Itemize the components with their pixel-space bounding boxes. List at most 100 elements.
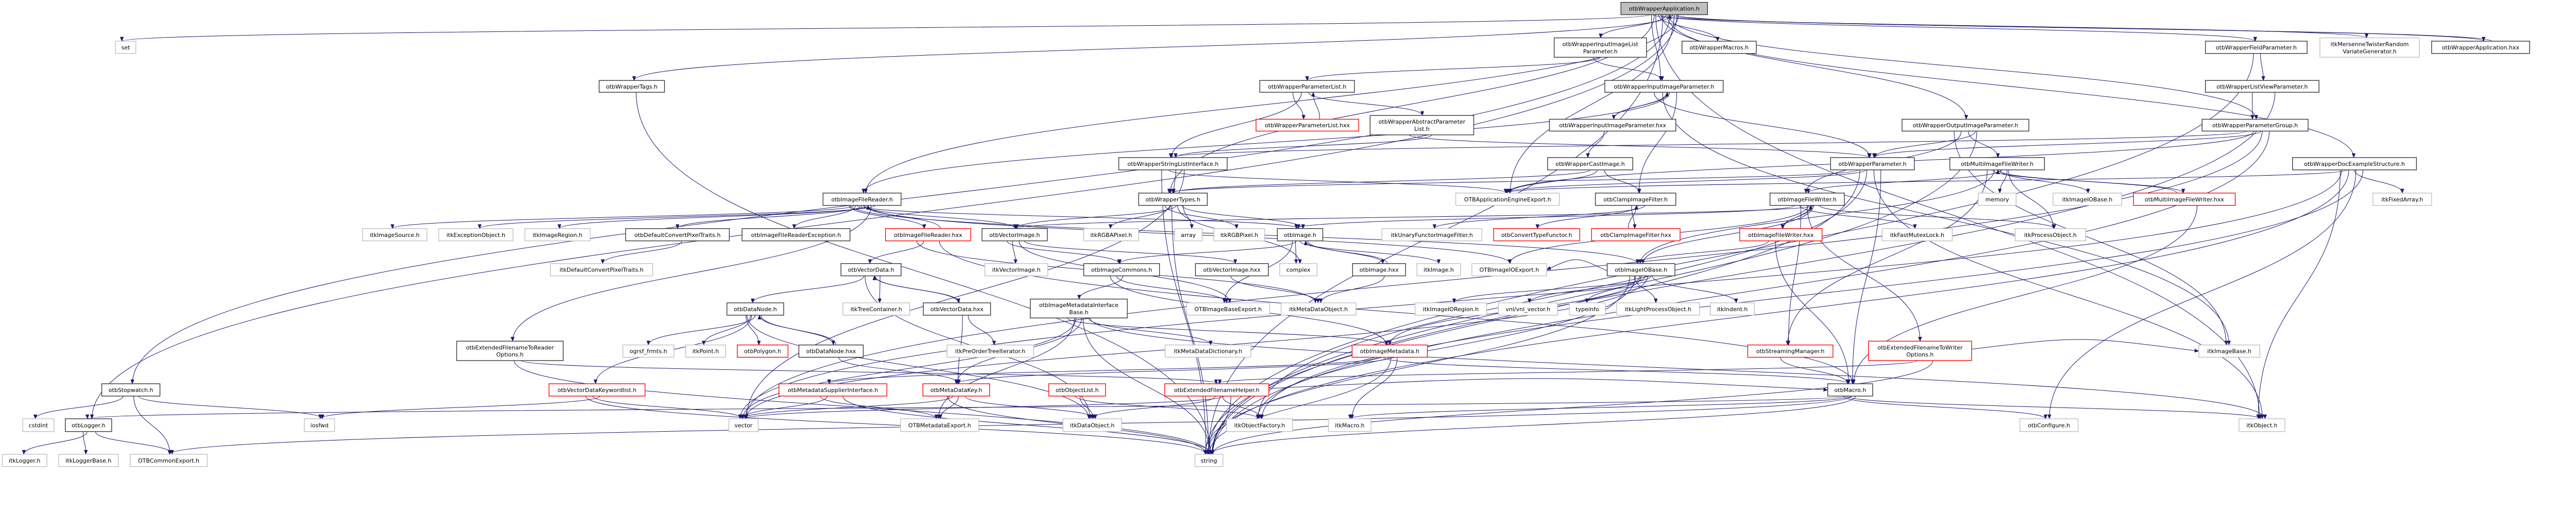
node-box[interactable] <box>1569 302 1606 316</box>
node-otbmetadatasupplierinterface-h[interactable]: otbMetadataSupplierInterface.h <box>778 383 888 397</box>
node-box[interactable] <box>1226 418 1293 432</box>
node-box[interactable] <box>1352 263 1406 277</box>
node-box[interactable] <box>900 418 979 432</box>
node-otbimagecommons-h[interactable]: otbImageCommons.h <box>1083 263 1160 277</box>
node-box[interactable] <box>922 383 990 397</box>
node-otbimagefilewriter-h[interactable]: otbImageFileWriter.h <box>1769 193 1845 206</box>
node-box[interactable] <box>1868 340 1972 361</box>
node-box[interactable] <box>1769 193 1845 206</box>
node-otbimagefilereader-hxx[interactable]: otbImageFileReader.hxx <box>885 228 971 242</box>
node-box[interactable] <box>1277 228 1324 242</box>
node-box[interactable] <box>1194 454 1224 467</box>
node-itkmersennetwisterrandomvariategenerator-h[interactable]: itkMersenneTwisterRandomVariateGenerator… <box>2319 37 2420 58</box>
node-itkobject-h[interactable]: itkObject.h <box>2239 418 2285 432</box>
node-otbvectordatakeywordlist-h[interactable]: otbVectorDataKeywordlist.h <box>548 383 646 397</box>
node-box[interactable] <box>1616 302 1700 316</box>
node-box[interactable] <box>1138 193 1208 206</box>
node-otbvectordata-h[interactable]: otbVectorData.h <box>840 263 902 277</box>
node-vnl-vnl-vector-h[interactable]: vnl/vnl_vector.h <box>1498 302 1558 316</box>
node-box[interactable] <box>2319 37 2420 58</box>
node-itkpoint-h[interactable]: itkPoint.h <box>685 344 726 358</box>
node-otbmacro-h[interactable]: otbMacro.h <box>1827 383 1873 397</box>
node-box[interactable] <box>1164 383 1269 397</box>
node-box[interactable] <box>1978 193 2016 206</box>
node-box[interactable] <box>885 228 971 242</box>
node-itkimagebase-h[interactable]: itkImageBase.h <box>2198 344 2260 358</box>
node-box[interactable] <box>1830 157 1915 171</box>
node-box[interactable] <box>1030 298 1128 318</box>
node-box[interactable] <box>1710 302 1755 316</box>
node-otbimagefilereader-h[interactable]: otbImageFileReader.h <box>822 193 902 206</box>
node-set[interactable]: set <box>115 41 137 54</box>
node-otbwrappermacros-h[interactable]: otbWrapperMacros.h <box>1682 41 1757 54</box>
node-box[interactable] <box>1620 2 1708 15</box>
node-box[interactable] <box>1083 228 1139 242</box>
node-itkloggerbase-h[interactable]: itkLoggerBase.h <box>58 454 119 467</box>
node-otbwrapperstringlistinterface-h[interactable]: otbWrapperStringListInterface.h <box>1118 157 1228 171</box>
node-otbimagefilereaderexception-h[interactable]: otbImageFileReaderException.h <box>741 228 851 242</box>
node-itkpreordertreeiterator-h[interactable]: itkPreOrderTreeIterator.h <box>946 344 1034 358</box>
node-itkmacro-h[interactable]: itkMacro.h <box>1328 418 1371 432</box>
node-box[interactable] <box>2019 418 2079 432</box>
node-box[interactable] <box>101 383 161 397</box>
node-box[interactable] <box>1902 118 2029 132</box>
node-box[interactable] <box>2205 80 2319 93</box>
node-box[interactable] <box>923 302 991 316</box>
node-box[interactable] <box>1328 418 1371 432</box>
node-itkdefaultconvertpixeltraits-h[interactable]: itkDefaultConvertPixelTraits.h <box>550 263 653 277</box>
node-otbwrapperapplication-h[interactable]: otbWrapperApplication.h <box>1620 2 1708 15</box>
node-otbwrappertypes-h[interactable]: otbWrapperTypes.h <box>1138 193 1208 206</box>
node-box[interactable] <box>1591 228 1681 242</box>
node-otbwrappertags-h[interactable]: otbWrapperTags.h <box>599 80 665 93</box>
node-box[interactable] <box>741 228 851 242</box>
node-otbwrapperdocexamplestructure-h[interactable]: otbWrapperDocExampleStructure.h <box>2292 157 2417 171</box>
node-otbwrapperlistviewparameter-h[interactable]: otbWrapperListViewParameter.h <box>2205 80 2319 93</box>
node-box[interactable] <box>2431 41 2530 54</box>
node-box[interactable] <box>1256 118 1359 132</box>
node-box[interactable] <box>2239 418 2285 432</box>
node-otbwrapperparameter-h[interactable]: otbWrapperParameter.h <box>1830 157 1915 171</box>
node-typeinfo[interactable]: typeinfo <box>1569 302 1606 316</box>
node-otbmetadatakey-h[interactable]: otbMetaDataKey.h <box>922 383 990 397</box>
node-otbvectordata-hxx[interactable]: otbVectorData.hxx <box>923 302 991 316</box>
node-otbimage-h[interactable]: otbImage.h <box>1277 228 1324 242</box>
node-itkrgbapixel-h[interactable]: itkRGBAPixel.h <box>1083 228 1139 242</box>
node-box[interactable] <box>1279 263 1318 277</box>
node-vector[interactable]: vector <box>728 418 759 432</box>
node-otbwrappercastimage-h[interactable]: otbWrapperCastImage.h <box>1547 157 1633 171</box>
node-itkmetadatadictionary-h[interactable]: itkMetaDataDictionary.h <box>1164 344 1251 358</box>
node-box[interactable] <box>2292 157 2417 171</box>
node-box[interactable] <box>2205 41 2308 54</box>
node-itklightprocessobject-h[interactable]: itkLightProcessObject.h <box>1616 302 1700 316</box>
node-box[interactable] <box>1455 193 1560 206</box>
node-box[interactable] <box>1882 228 1953 242</box>
node-box[interactable] <box>1739 228 1823 242</box>
node-otbpolygon-h[interactable]: otbPolygon.h <box>737 344 789 358</box>
node-box[interactable] <box>726 302 784 316</box>
node-box[interactable] <box>1553 37 1647 58</box>
node-otblogger-h[interactable]: otbLogger.h <box>65 418 112 432</box>
node-box[interactable] <box>1369 115 1475 135</box>
node-box[interactable] <box>1381 228 1482 242</box>
node-box[interactable] <box>2053 193 2122 206</box>
node-box[interactable] <box>22 418 55 432</box>
node-box[interactable] <box>798 344 864 358</box>
node-otbstopwatch-h[interactable]: otbStopwatch.h <box>101 383 161 397</box>
node-box[interactable] <box>1547 157 1633 171</box>
node-box[interactable] <box>1595 193 1676 206</box>
node-itkimage-h[interactable]: itkImage.h <box>1416 263 1461 277</box>
node-box[interactable] <box>1682 41 1757 54</box>
node-otbmultiimagefilewriter-h[interactable]: otbMultiImageFileWriter.h <box>1949 157 2045 171</box>
node-box[interactable] <box>524 228 591 242</box>
node-box[interactable] <box>1549 118 1676 132</box>
node-box[interactable] <box>1416 263 1461 277</box>
node-otbimagebaseexport-h[interactable]: OTBImageBaseExport.h <box>1186 302 1270 316</box>
node-box[interactable] <box>362 228 428 242</box>
node-box[interactable] <box>115 41 137 54</box>
node-box[interactable] <box>2372 193 2432 206</box>
node-box[interactable] <box>599 80 665 93</box>
node-otbstreamingmanager-h[interactable]: otbStreamingManager.h <box>1747 344 1834 358</box>
node-iosfwd[interactable]: iosfwd <box>303 418 335 432</box>
